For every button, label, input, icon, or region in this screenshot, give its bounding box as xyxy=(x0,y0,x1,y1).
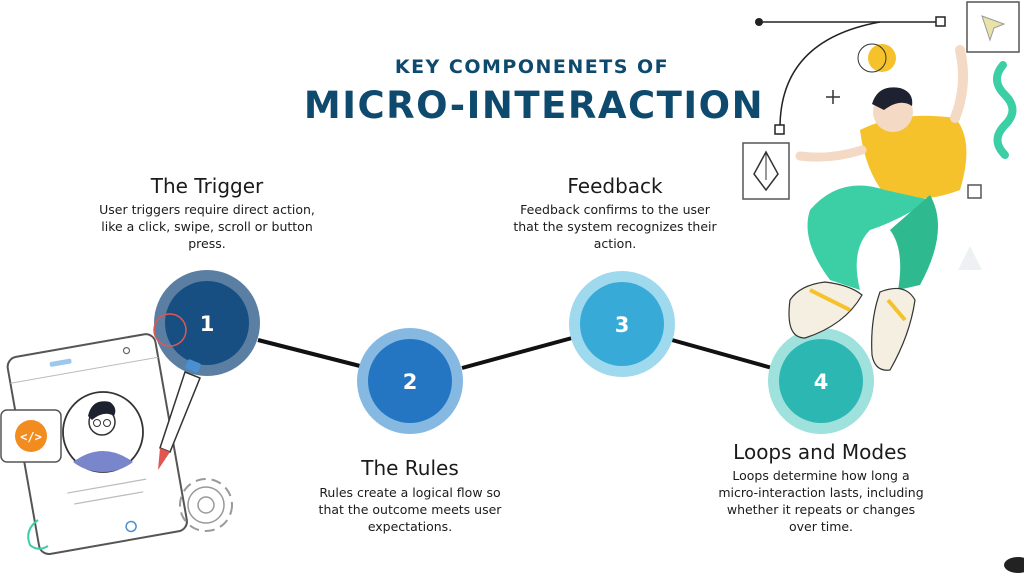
designer-illustration xyxy=(742,1,1024,573)
step-number-1: 1 xyxy=(200,312,215,336)
step-title-1: The Trigger xyxy=(150,174,264,198)
connector-3-4 xyxy=(671,338,773,370)
step-title-3: Feedback xyxy=(567,174,663,198)
step-number-3: 3 xyxy=(615,313,630,337)
step-description-3: Feedback confirms to the user that the s… xyxy=(513,202,717,251)
step-description-4: Loops determine how long a micro-interac… xyxy=(718,468,924,534)
step-number-2: 2 xyxy=(403,370,418,394)
step-circle-2: 2 xyxy=(357,328,463,434)
tablet-illustration: </> xyxy=(0,313,233,556)
pencil-icon xyxy=(158,359,201,470)
step-title-4: Loops and Modes xyxy=(733,440,907,464)
step-number-4: 4 xyxy=(814,370,829,394)
gear-icon xyxy=(179,478,233,532)
heading-title: MICRO-INTERACTION xyxy=(303,84,765,127)
connector-1-2 xyxy=(257,338,361,368)
connector-2-3 xyxy=(461,336,573,370)
pen-tool-icon xyxy=(742,142,790,200)
step-circle-3: 3 xyxy=(569,271,675,377)
step-description-2: Rules create a logical flow so that the … xyxy=(318,485,502,534)
heading-subtitle: KEY COMPONENETS OF xyxy=(394,56,670,78)
cursor-icon xyxy=(966,1,1020,53)
code-icon: </> xyxy=(0,409,62,463)
step-circle-1: 1 xyxy=(154,270,260,376)
svg-text:</>: </> xyxy=(20,430,42,444)
step-description-1: User triggers require direct action, lik… xyxy=(99,202,315,251)
avatar xyxy=(62,391,144,473)
step-circle-4: 4 xyxy=(768,328,874,434)
step-title-2: The Rules xyxy=(361,456,459,480)
